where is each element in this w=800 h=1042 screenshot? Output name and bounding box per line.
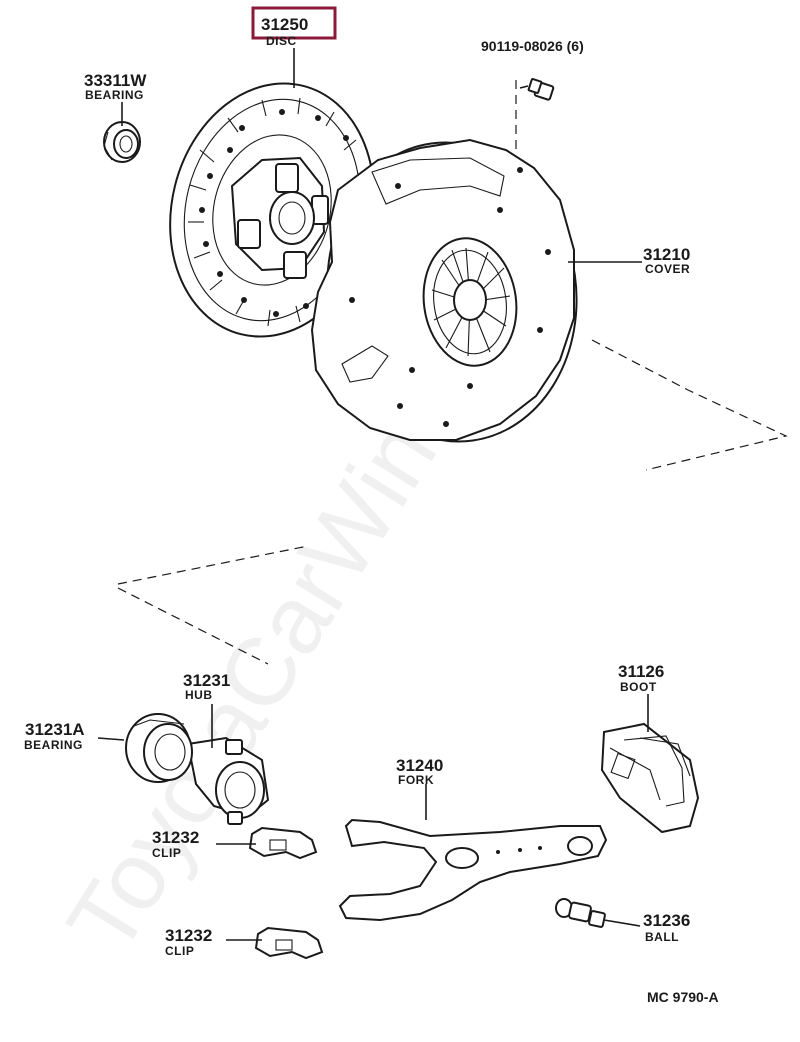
fork-boot-drawing bbox=[600, 722, 700, 834]
dashed-reference-lines bbox=[117, 80, 788, 665]
diagram-code: MC 9790-A bbox=[647, 989, 719, 1005]
clip-upper-drawing bbox=[248, 826, 318, 860]
part-name-cover: COVER bbox=[645, 262, 690, 276]
part-name-disc: DISC bbox=[266, 34, 297, 48]
pivot-ball-drawing bbox=[555, 898, 606, 928]
part-number-31232-upper[interactable]: 31232 bbox=[152, 828, 199, 847]
clutch-cover-drawing bbox=[310, 138, 578, 443]
release-hub-drawing bbox=[186, 736, 270, 825]
part-number-31210[interactable]: 31210 bbox=[643, 245, 690, 264]
part-number-31250[interactable]: 31250 bbox=[261, 15, 308, 34]
part-number-31231a[interactable]: 31231A bbox=[25, 720, 85, 739]
highlighted-part-box[interactable] bbox=[251, 6, 337, 40]
part-number-90119-08026[interactable]: 90119-08026 (6) bbox=[481, 38, 584, 54]
pilot-bearing-drawing bbox=[103, 121, 141, 163]
cover-bolt-drawing bbox=[519, 78, 555, 101]
part-number-31240[interactable]: 31240 bbox=[396, 756, 443, 775]
leader-lines bbox=[97, 48, 649, 941]
part-number-31236[interactable]: 31236 bbox=[643, 911, 690, 930]
part-name-hub: HUB bbox=[185, 688, 213, 702]
part-number-31126[interactable]: 31126 bbox=[618, 662, 664, 681]
part-number-31231[interactable]: 31231 bbox=[183, 671, 230, 690]
release-fork-drawing bbox=[338, 818, 608, 922]
part-name-clip-lower: CLIP bbox=[165, 944, 194, 958]
clip-lower-drawing bbox=[254, 926, 324, 960]
part-name-ball: BALL bbox=[645, 930, 679, 944]
release-bearing-drawing bbox=[125, 713, 193, 783]
part-number-33311w[interactable]: 33311W bbox=[84, 71, 147, 90]
part-name-fork: FORK bbox=[398, 773, 434, 787]
part-name-boot: BOOT bbox=[620, 680, 657, 694]
part-name-bearing-31231a: BEARING bbox=[24, 738, 83, 752]
part-name-clip-upper: CLIP bbox=[152, 846, 181, 860]
part-name-bearing-33311w: BEARING bbox=[85, 88, 144, 102]
part-number-31232-lower[interactable]: 31232 bbox=[165, 926, 212, 945]
